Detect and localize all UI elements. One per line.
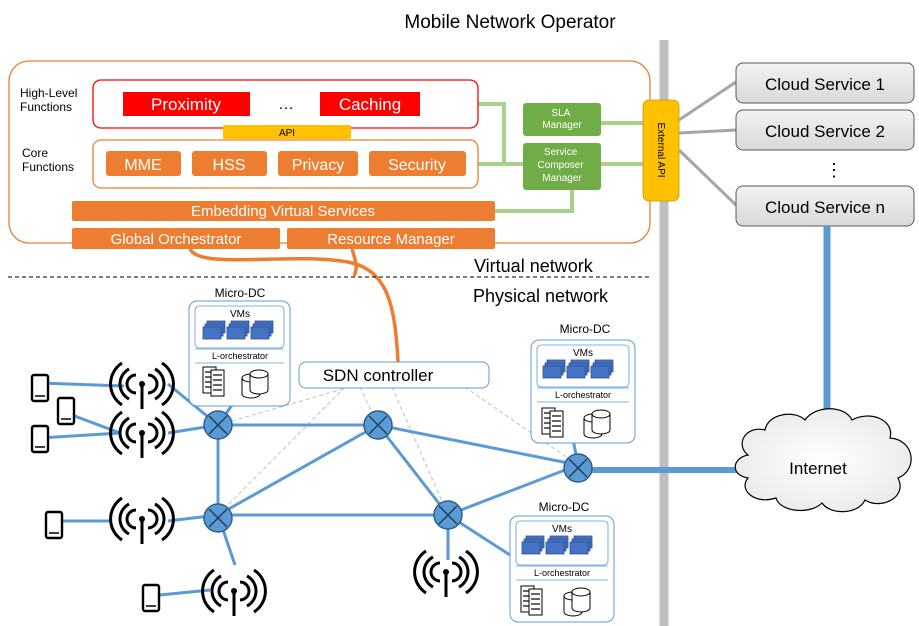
database-icon — [583, 409, 611, 439]
security-box[interactable] — [369, 151, 466, 176]
api-bar[interactable] — [223, 125, 351, 139]
security-label: Security — [388, 157, 446, 174]
mme-box[interactable] — [106, 151, 181, 176]
sdn-controller-label: SDN controller — [323, 366, 434, 385]
vm-icon — [542, 359, 566, 379]
vm-icon — [202, 320, 226, 340]
micro-dc-1-l-orchestrator: L-orchestrator — [212, 351, 268, 361]
server-icon — [202, 366, 225, 397]
api-label: API — [279, 128, 295, 139]
server-icon — [541, 407, 564, 438]
mme-label: MME — [124, 157, 161, 174]
orchestrator-to-sdn-links — [188, 247, 400, 363]
micro-dc-2-title: Micro-DC — [560, 322, 611, 336]
high-level-label: High-Level Functions — [20, 86, 81, 114]
sla-manager-label: SLA Manager — [542, 108, 582, 131]
switch-icon[interactable] — [363, 410, 393, 440]
micro-dc-2-vms-label: VMs — [573, 348, 593, 359]
micro-dc-2-l-orchestrator: L-orchestrator — [555, 390, 611, 400]
green-connectors — [478, 102, 643, 213]
switch-icon[interactable] — [203, 503, 233, 533]
privacy-box[interactable] — [278, 151, 358, 176]
switch-icon[interactable] — [563, 453, 593, 483]
phone-icon[interactable] — [141, 583, 161, 613]
operator-title: Mobile Network Operator — [404, 12, 616, 33]
cloud-service-1[interactable] — [735, 62, 915, 104]
service-composer-label: Service Composer Manager — [538, 147, 587, 184]
vm-icon — [590, 359, 614, 379]
vm-icon — [226, 320, 250, 340]
server-icon — [520, 585, 543, 616]
internet-label: Internet — [789, 459, 847, 478]
sla-manager-box[interactable] — [523, 103, 601, 136]
proximity-box[interactable] — [123, 92, 250, 116]
phone-icon[interactable] — [44, 510, 64, 540]
cloud-service-2[interactable] — [735, 109, 915, 151]
database-icon — [563, 587, 591, 617]
service-composer-box[interactable] — [523, 143, 601, 190]
base-station-icon[interactable] — [109, 410, 175, 460]
vm-icon — [521, 535, 545, 555]
privacy-label: Privacy — [292, 157, 344, 174]
cloud-service-ellipsis: ⋮ — [825, 160, 843, 180]
micro-dc-1-vms-label: VMs — [230, 309, 250, 320]
phone-icon[interactable] — [30, 424, 50, 454]
hss-label: HSS — [213, 157, 246, 174]
switch-icon[interactable] — [433, 500, 463, 530]
vm-icon — [250, 320, 274, 340]
resource-manager-box[interactable] — [287, 228, 495, 249]
sdn-controller-box[interactable] — [298, 361, 490, 389]
base-station-icon[interactable] — [201, 568, 267, 618]
proximity-label: Proximity — [151, 95, 221, 114]
cloud-service-n-label: Cloud Service n — [765, 198, 885, 217]
caching-label: Caching — [339, 95, 401, 114]
vm-icon — [545, 535, 569, 555]
resource-manager-label: Resource Manager — [327, 231, 455, 248]
embedding-bar[interactable] — [72, 201, 495, 221]
cloud-service-1-label: Cloud Service 1 — [765, 75, 885, 94]
hss-box[interactable] — [192, 151, 267, 176]
physical-network-label: Physical network — [473, 286, 609, 306]
functions-ellipsis: … — [278, 96, 294, 113]
micro-dc-2[interactable]: Micro-DC VMs L-orchestrator — [530, 322, 636, 444]
physical-links — [39, 381, 580, 597]
global-orchestrator-box[interactable] — [72, 228, 280, 249]
embedding-label: Embedding Virtual Services — [191, 203, 375, 220]
base-station-icon[interactable] — [109, 361, 175, 411]
micro-dc-1-title: Micro-DC — [215, 286, 266, 300]
global-orchestrator-label: Global Orchestrator — [111, 231, 242, 248]
external-api-label: External API — [655, 122, 666, 177]
micro-dc-3-vms-label: VMs — [552, 524, 572, 535]
core-label: Core Functions — [22, 146, 74, 174]
base-station-icon[interactable] — [109, 496, 175, 546]
micro-dc-3[interactable]: Micro-DC VMs L-orchestrator — [509, 500, 615, 623]
phone-icon[interactable] — [56, 396, 76, 426]
cloud-links — [677, 80, 738, 207]
switch-icon[interactable] — [203, 410, 233, 440]
internet-cloud[interactable] — [734, 408, 912, 513]
virtual-network-label: Virtual network — [474, 256, 594, 276]
micro-dc-3-title: Micro-DC — [539, 500, 590, 514]
cloud-service-2-label: Cloud Service 2 — [765, 122, 885, 141]
phone-icon[interactable] — [30, 373, 50, 403]
base-station-icon[interactable] — [413, 549, 479, 599]
micro-dc-1[interactable]: Micro-DC VMs L-orchestrator — [188, 286, 291, 407]
vm-icon — [566, 359, 590, 379]
vm-icon — [569, 535, 593, 555]
database-icon — [241, 369, 269, 399]
micro-dc-3-l-orchestrator: L-orchestrator — [534, 568, 590, 578]
caching-box[interactable] — [320, 92, 420, 116]
